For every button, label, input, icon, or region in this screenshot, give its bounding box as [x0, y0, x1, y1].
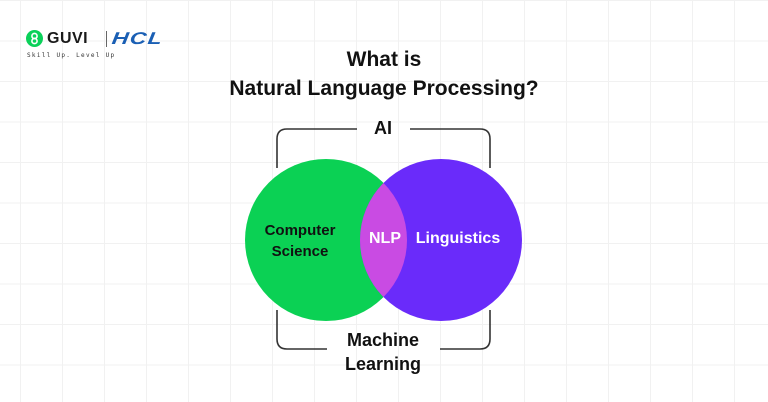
computer-science-label: Computer Science — [250, 220, 350, 262]
ml-bracket — [276, 310, 491, 350]
guvi-wordmark: GUVI — [47, 30, 89, 47]
brand-tagline: Skill Up. Level Up — [27, 52, 116, 59]
computer-science-label-line-1: Computer — [264, 222, 336, 239]
linguistics-circle — [360, 159, 522, 321]
logo-divider — [106, 31, 107, 47]
linguistics-label: Linguistics — [415, 230, 501, 247]
guvi-link-icon — [26, 30, 43, 47]
machine-learning-label: Machine Learning — [318, 328, 448, 376]
machine-learning-label-line-2: Learning — [344, 354, 421, 374]
ai-label: AI — [374, 118, 392, 138]
computer-science-label-line-2: Science — [271, 243, 329, 260]
nlp-label: NLP — [369, 230, 401, 247]
computer-science-circle — [245, 159, 407, 321]
page-title-line-1: What is — [346, 48, 422, 71]
page-title-line-2: Natural Language Processing? — [229, 77, 539, 100]
brand-logo: GUVI HCL Skill Up. Level Up — [26, 28, 206, 62]
machine-learning-label-line-1: Machine — [346, 330, 420, 350]
ai-bracket — [276, 128, 491, 168]
